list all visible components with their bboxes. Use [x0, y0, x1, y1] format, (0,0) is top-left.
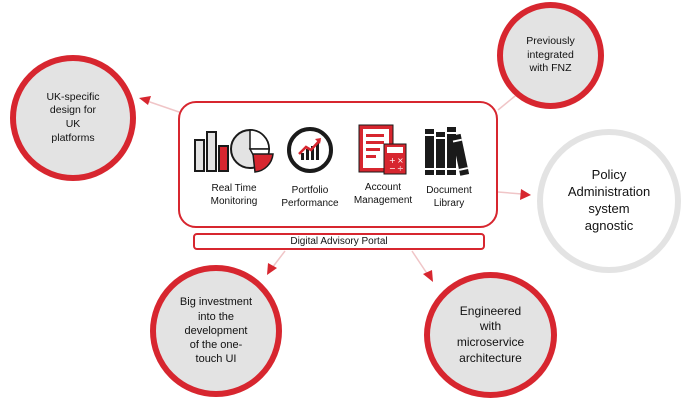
- performance-gauge-icon: [287, 127, 333, 173]
- bubble-fnz: Previously integrated with FNZ: [497, 2, 604, 109]
- charts-icon: [194, 129, 274, 173]
- bubble-fnz-text: Previously integrated with FNZ: [526, 35, 575, 75]
- arrow-to-microservice: [423, 270, 433, 282]
- portal-bar: Digital Advisory Portal: [193, 233, 485, 250]
- bubble-uk-design-text: UK-specific design for UK platforms: [46, 90, 100, 144]
- bubble-microservice: Engineered with microservice architectur…: [424, 272, 557, 398]
- bubble-uk-design: UK-specific design for UK platforms: [10, 55, 136, 181]
- bubble-policy-admin: Policy Administration system agnostic: [537, 129, 681, 273]
- features-box: [178, 101, 498, 228]
- bubble-investment-text: Big investment into the development of t…: [179, 296, 253, 366]
- account-calculator-icon: + × − ÷: [358, 124, 407, 175]
- svg-text:×: ×: [397, 156, 404, 165]
- arrow-to-uk-design: [139, 96, 151, 105]
- bubble-investment: Big investment into the development of t…: [150, 265, 282, 397]
- books-icon: [425, 127, 470, 176]
- feature-label-performance: Portfolio Performance: [281, 185, 339, 209]
- bubble-microservice-text: Engineered with microservice architectur…: [456, 303, 525, 365]
- feature-label-library: Document Library: [426, 185, 472, 209]
- svg-text:−: −: [389, 164, 396, 173]
- svg-text:÷: ÷: [397, 164, 404, 173]
- arrow-to-policy-admin: [520, 189, 531, 200]
- svg-text:+: +: [389, 156, 396, 165]
- feature-label-monitoring: Real Time Monitoring: [210, 183, 258, 207]
- feature-label-account: Account Management: [353, 182, 413, 206]
- arrow-to-investment: [267, 263, 277, 275]
- portal-label: Digital Advisory Portal: [290, 236, 388, 247]
- bubble-policy-admin-text: Policy Administration system agnostic: [567, 167, 651, 233]
